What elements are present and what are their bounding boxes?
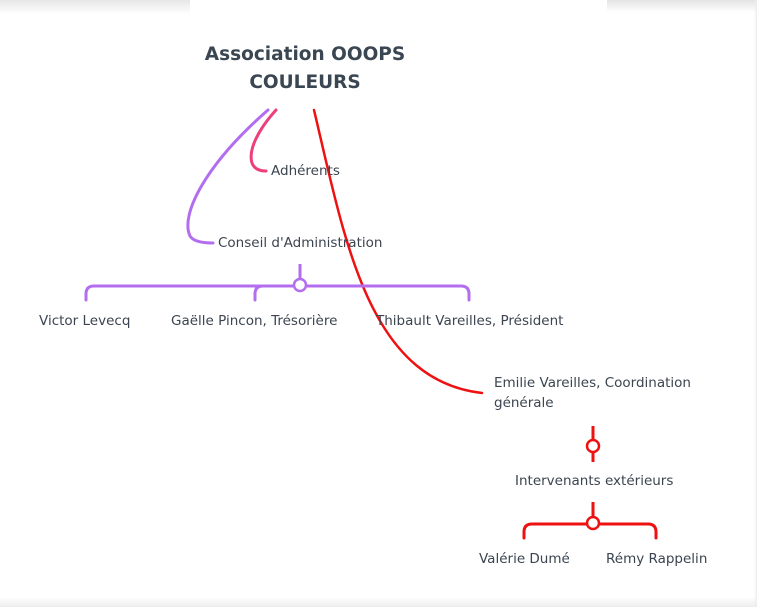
right-edge-shadow <box>754 0 757 607</box>
node-thibault-vareilles[interactable]: Thibault Vareilles, Président <box>376 313 564 329</box>
conseil-junction <box>292 277 308 293</box>
node-victor-levecq[interactable]: Victor Levecq <box>39 313 131 329</box>
link-root-emilie <box>312 108 484 395</box>
emilie-junction <box>585 438 601 454</box>
node-emilie-vareilles[interactable]: Emilie Vareilles, Coordination générale <box>494 373 691 413</box>
node-adherents[interactable]: Adhérents <box>271 163 340 179</box>
top-right-shadow <box>607 0 757 12</box>
emilie-line2: générale <box>494 395 554 411</box>
node-conseil-administration[interactable]: Conseil d'Administration <box>218 235 383 251</box>
members-bracket <box>84 284 471 302</box>
gaelle-branch <box>253 284 265 302</box>
root-title-line2: COULEURS <box>249 72 361 93</box>
node-remy-rappelin[interactable]: Rémy Rappelin <box>606 551 708 567</box>
link-root-adherents <box>249 108 278 173</box>
node-valerie-dume[interactable]: Valérie Dumé <box>479 551 570 567</box>
emilie-line1: Emilie Vareilles, Coordination <box>494 375 691 391</box>
root-title-line1: Association OOOPS <box>204 44 406 65</box>
link-root-conseil <box>186 108 270 245</box>
node-intervenants-exterieurs[interactable]: Intervenants extérieurs <box>515 473 674 489</box>
bottom-edge-shadow <box>0 597 757 607</box>
node-gaelle-pincon[interactable]: Gaëlle Pincon, Trésorière <box>171 313 338 329</box>
top-left-shadow <box>0 0 190 14</box>
root-node[interactable]: Association OOOPS COULEURS <box>195 41 415 97</box>
intervenants-junction <box>585 515 601 531</box>
